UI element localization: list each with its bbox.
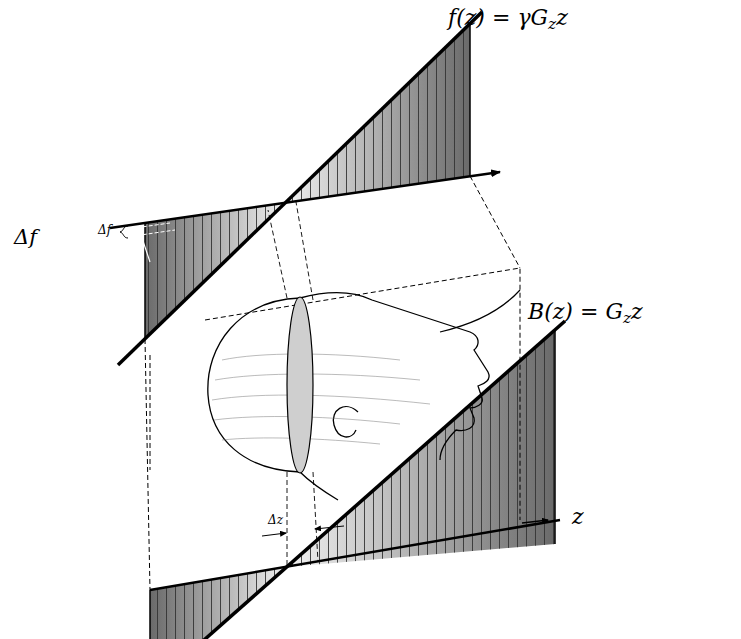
slice-projection	[268, 202, 318, 567]
bandwidth-small-label: Δf	[98, 224, 111, 237]
frequency-equation: f(z) = γGzz	[448, 6, 568, 33]
z-axis-arrow	[522, 520, 548, 523]
field-equation: B(z) = Gzz	[528, 300, 643, 327]
field-gradient	[150, 321, 565, 639]
delta-f-brace	[120, 226, 128, 238]
head-drawing	[208, 290, 520, 500]
axis-label: z	[572, 505, 584, 529]
bandwidth-label: Δf	[14, 226, 37, 249]
image-plane	[145, 176, 520, 590]
slice-thickness-label: Δz	[268, 514, 283, 527]
delta-z-arrows	[262, 526, 344, 536]
